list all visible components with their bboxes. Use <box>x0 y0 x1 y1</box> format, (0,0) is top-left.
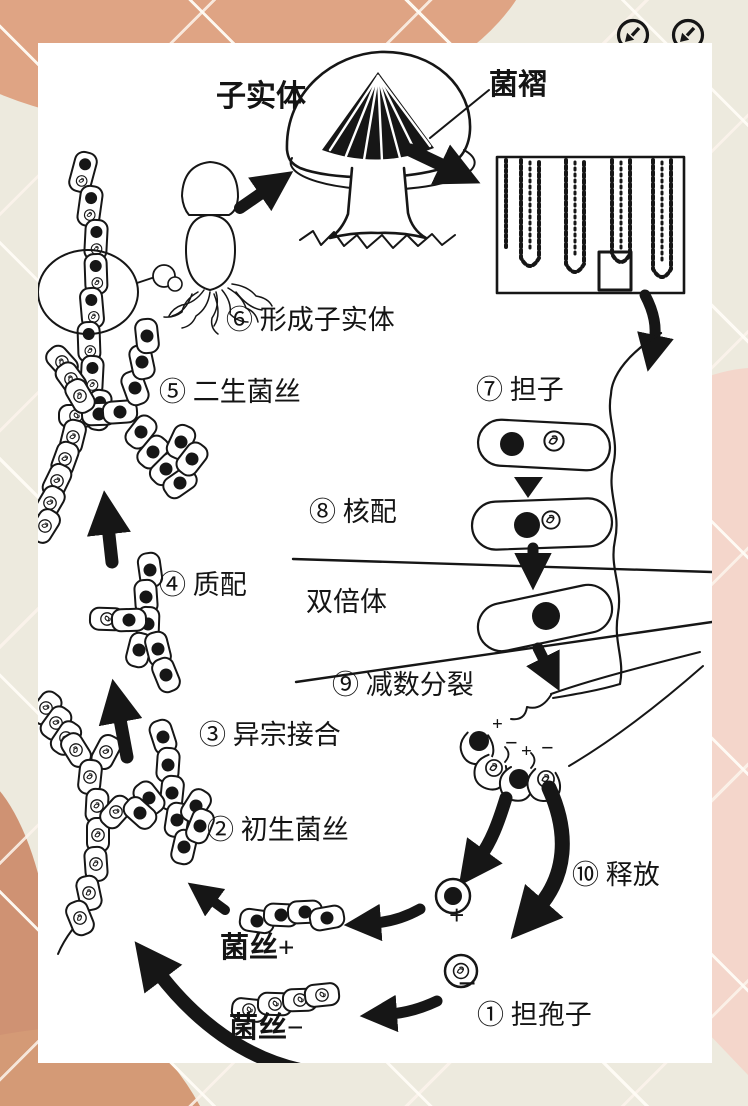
label-step3: ③ 异宗接合 <box>199 720 341 750</box>
sign-spore-plus: + <box>449 900 465 930</box>
arrow-down <box>526 642 560 692</box>
meiosis-basidium <box>455 651 704 806</box>
hypha-plus-chain <box>237 899 347 936</box>
highlight-rect <box>597 250 633 292</box>
label-fruiting-body: 子实体 <box>216 80 306 113</box>
secondary-hypha-chain <box>38 150 183 432</box>
arrow-triangle-down <box>514 477 543 498</box>
label-step2: ② 初生菌丝 <box>207 815 349 845</box>
magnifier-circle <box>38 249 139 335</box>
label-step9: ⑨ 减数分裂 <box>332 670 474 700</box>
label-step6: ⑥ 形成子实体 <box>226 305 395 335</box>
sign-basidiospore-1: + <box>492 714 503 735</box>
arrow-hypha-minus-to-primary <box>134 941 301 1063</box>
label-gills: 菌褶 <box>489 69 548 101</box>
hymenium-edge-line <box>608 331 663 686</box>
label-step8: ⑧ 核配 <box>309 497 397 527</box>
arrow-spore-plus-to-hypha <box>343 903 426 942</box>
label-step10: ⑩ 释放 <box>572 860 660 890</box>
gill-section-box <box>495 155 686 372</box>
sign-basidiospore-3: + <box>521 741 532 762</box>
life-cycle-illustration <box>38 50 712 1063</box>
label-hypha-minus: 菌丝− <box>229 1012 304 1044</box>
basidium-cell-1 <box>476 418 612 472</box>
label-step5: ⑤ 二生菌丝 <box>159 377 301 407</box>
primary-hyphae <box>38 688 218 955</box>
basidiospore-minus <box>443 953 479 989</box>
sign-spore-minus: − <box>458 965 477 1001</box>
arrow-mushroom-to-gills <box>403 143 481 185</box>
release-arrow-right <box>510 780 570 940</box>
label-hypha-plus: 菌丝+ <box>220 932 295 964</box>
label-step1: ① 担孢子 <box>477 1000 592 1030</box>
label-step7: ⑦ 担子 <box>476 375 564 405</box>
primordium-illustration <box>163 161 273 335</box>
basidiospore-plus <box>434 877 472 915</box>
merging-hyphae-step5 <box>38 316 213 546</box>
mushroom-illustration <box>285 50 490 249</box>
arrow-step3-to-step4 <box>98 678 143 764</box>
arrow-hypha-plus-onward <box>187 882 230 917</box>
release-arrow-left <box>458 791 513 886</box>
label-step4: ④ 质配 <box>159 570 247 600</box>
arrow-spore-minus-to-hypha <box>359 994 443 1033</box>
diploid-zone-lines <box>291 557 712 684</box>
arrow-to-basidia <box>637 289 674 372</box>
basidium-cell-2-karyogamy <box>470 497 614 551</box>
sign-basidiospore-2: − <box>505 730 518 755</box>
arrow-primordium-to-mushroom <box>234 171 294 214</box>
sign-basidiospore-4: − <box>541 735 554 760</box>
basidium-cell-3-diploid <box>476 583 614 653</box>
label-diploid: 双倍体 <box>306 587 387 617</box>
arrow-step4-to-step5 <box>86 490 131 569</box>
